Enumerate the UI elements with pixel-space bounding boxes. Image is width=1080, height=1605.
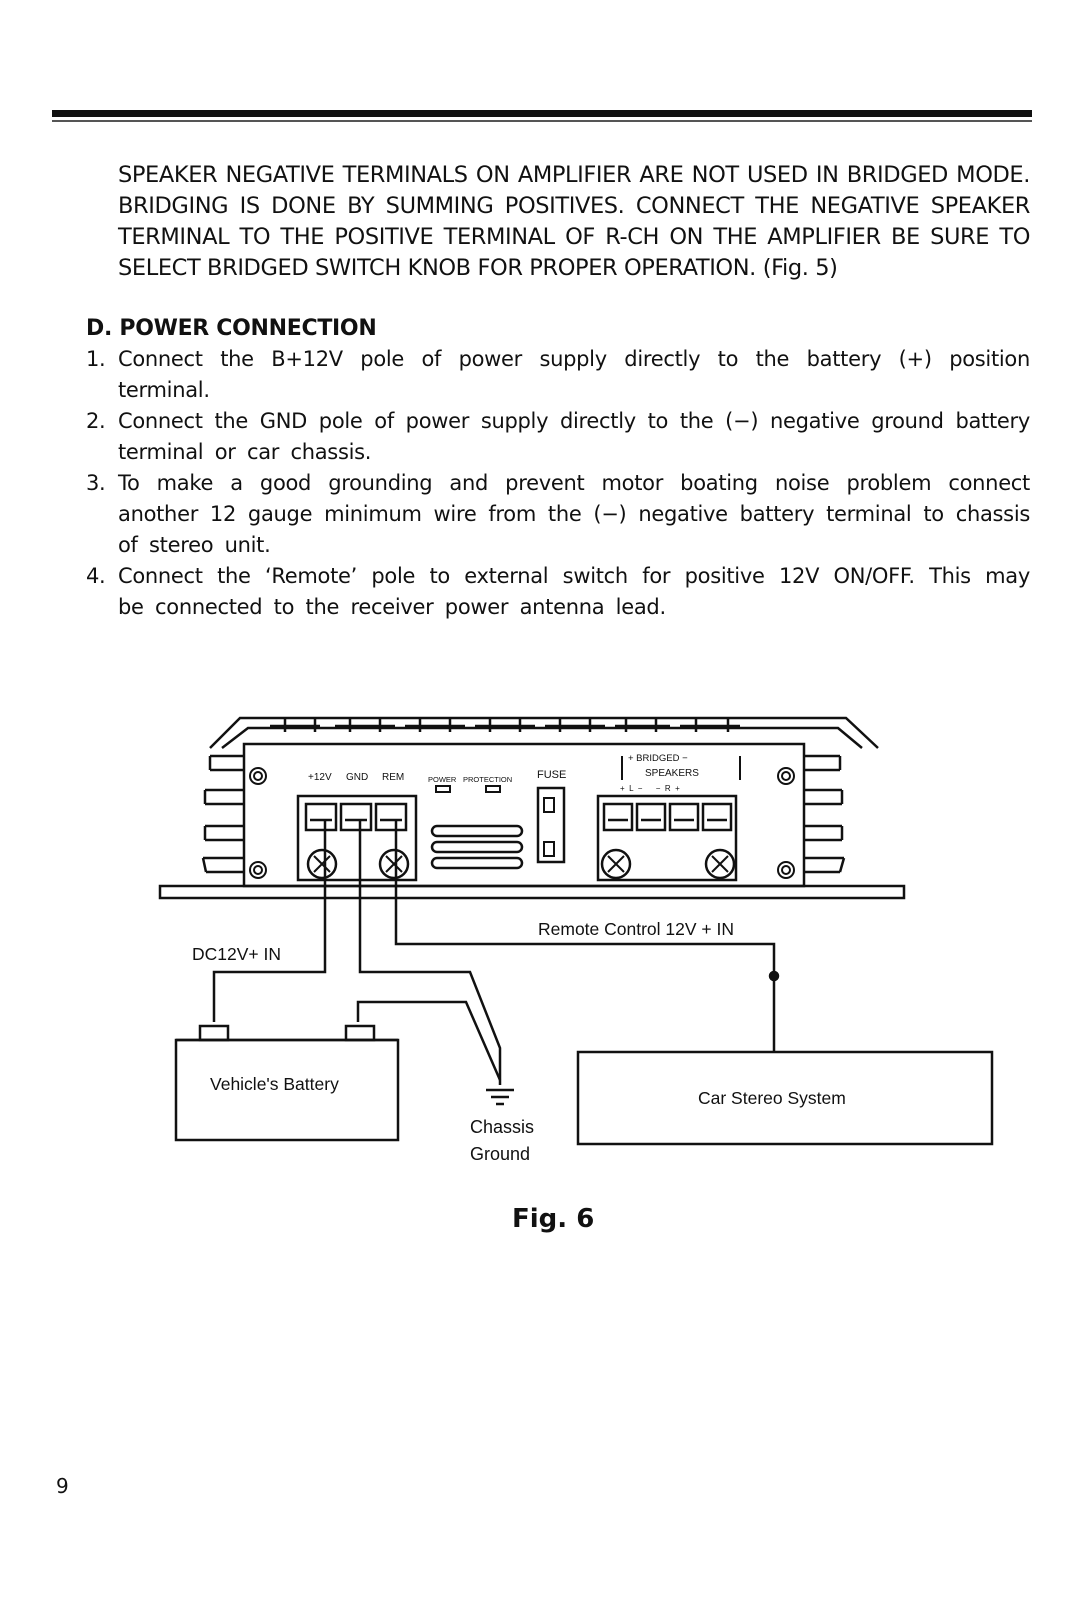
label-rem: REM [382,772,404,783]
label-bridged: + BRIDGED − [628,753,688,764]
power-terminal-block [296,794,418,882]
remote-control-label: Remote Control 12V + IN [538,919,734,939]
protection-led [485,785,501,793]
step-item: 1. Connect the B+12V pole of power suppl… [86,344,1030,406]
step-number: 4. [86,564,106,588]
wires [212,820,776,1085]
steps-list: 1. Connect the B+12V pole of power suppl… [86,344,1030,623]
label-power: POWER [428,775,457,784]
dc-in-label: DC12V+ IN [192,944,281,964]
intro-paragraph: SPEAKER NEGATIVE TERMINALS ON AMPLIFIER … [118,160,1030,284]
label-gnd: GND [346,772,368,783]
step-text: Connect the B+12V pole of power supply d… [118,347,1030,402]
amp-side-fins-left [201,754,244,874]
top-rule-thin [52,120,1032,122]
mounting-screws [249,767,795,879]
step-text: To make a good grounding and prevent mot… [118,471,1030,557]
power-led [435,785,451,793]
step-item: 4. Connect the ‘Remote’ pole to external… [86,561,1030,623]
wiring-diagram: +12V GND REM POWER PROTECTION FUSE + BRI… [158,716,994,1164]
label-polarity: + L − − R + [620,784,680,793]
amp-side-fins-right [804,754,846,874]
intro-text: SPEAKER NEGATIVE TERMINALS ON AMPLIFIER … [118,162,1030,281]
vent-slots [430,824,524,870]
page-number: 9 [56,1474,69,1498]
intro-fig-ref: (Fig. 5) [762,255,838,281]
ground-label-line1: Chassis [470,1117,534,1137]
amp-base-flange [158,884,906,900]
chassis-ground-icon [486,1088,514,1106]
step-number: 3. [86,471,106,495]
section-heading: D. POWER CONNECTION [86,316,377,341]
amp-heatsink [209,716,879,749]
step-item: 2. Connect the GND pole of power supply … [86,406,1030,468]
fuse [536,786,566,864]
label-plus12v: +12V [308,772,332,783]
stereo-label: Car Stereo System [698,1088,846,1108]
ground-label-line2: Ground [470,1144,530,1164]
top-rule [52,110,1032,117]
figure-caption: Fig. 6 [512,1204,595,1234]
step-number: 2. [86,409,106,433]
step-text: Connect the ‘Remote’ pole to external sw… [118,564,1030,619]
battery-label: Vehicle's Battery [210,1074,339,1094]
step-item: 3. To make a good grounding and prevent … [86,468,1030,561]
label-protection: PROTECTION [463,775,512,784]
step-number: 1. [86,347,106,371]
remote-junction [768,970,780,982]
label-speakers: SPEAKERS [645,768,699,779]
amp-labels: +12V GND REM POWER PROTECTION FUSE + BRI… [308,753,699,793]
step-text: Connect the GND pole of power supply dir… [118,409,1030,464]
label-fuse: FUSE [537,769,566,781]
vehicle-battery [174,1024,400,1142]
car-stereo-box [576,1050,994,1146]
speaker-terminal-block [596,756,741,882]
